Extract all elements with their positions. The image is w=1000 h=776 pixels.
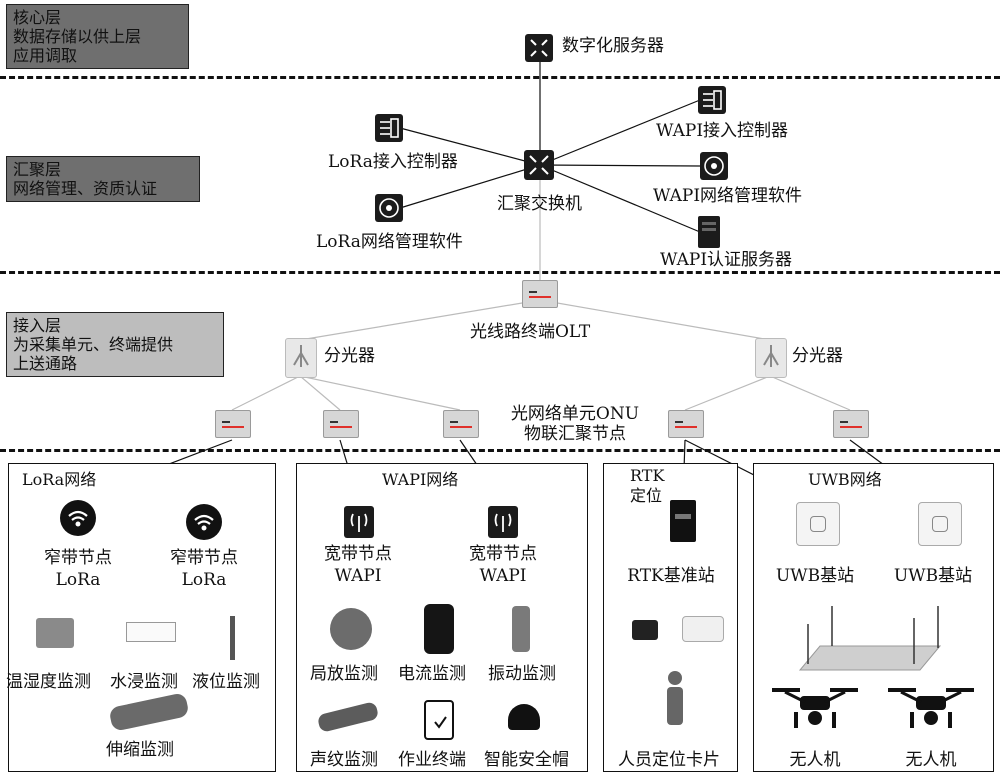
current-sensor-icon [424, 604, 454, 654]
wapi-controller-label: WAPI接入控制器 [656, 121, 789, 141]
rtk-panel-title-2: 定位 [630, 486, 663, 505]
safety-helmet-icon [508, 704, 540, 730]
wapi-auth-label: WAPI认证服务器 [660, 250, 793, 270]
wapi-sensor-label: 智能安全帽 [484, 750, 569, 770]
controller-icon [698, 86, 726, 114]
splitter-icon [285, 338, 317, 378]
drone2-label: 无人机 [905, 750, 957, 770]
lora-sensor-label: 液位监测 [192, 672, 260, 692]
onu-icon [215, 410, 251, 438]
water-sensor-icon [126, 622, 176, 642]
drone-icon [886, 684, 976, 734]
splitter-icon [755, 338, 787, 378]
rtk-station-icon [670, 500, 696, 542]
lora-node1-line2: LoRa [55, 570, 101, 590]
lora-node1-line1: 窄带节点 [44, 548, 112, 568]
wapi-node1-line2: WAPI [334, 566, 382, 586]
wapi-sensor-label: 作业终端 [398, 750, 466, 770]
wapi-node1-line1: 宽带节点 [324, 544, 392, 564]
wapi-sensor-label: 声纹监测 [310, 750, 378, 770]
level-sensor-icon [230, 616, 235, 660]
lora-node2-line1: 窄带节点 [170, 548, 238, 568]
onu-label-1: 光网络单元ONU [510, 404, 640, 424]
lora-panel-title: LoRa网络 [22, 470, 97, 489]
aggregation-layer-desc: 网络管理、资质认证 [13, 179, 158, 198]
wapi-node2-line1: 宽带节点 [469, 544, 537, 564]
wapi-mgmt-label: WAPI网络管理软件 [653, 186, 803, 206]
rtk-card-label: 人员定位卡片 [618, 750, 720, 770]
partial-discharge-sensor-icon [330, 608, 372, 650]
controller-icon [375, 114, 403, 142]
core-layer-label: 核心层 数据存储以供上层 应用调取 [6, 4, 189, 69]
wapi-sensor-label: 局放监测 [310, 664, 378, 684]
lora-node2-line2: LoRa [181, 570, 227, 590]
olt-icon [522, 280, 558, 308]
switch-icon [524, 150, 554, 180]
vibration-sensor-icon [512, 606, 530, 652]
auth-server-icon [698, 216, 720, 248]
uwb-panel-title: UWB网络 [808, 470, 882, 489]
aggregation-layer-label: 汇聚层 网络管理、资质认证 [6, 156, 200, 202]
aggregation-layer-title: 汇聚层 [13, 160, 62, 179]
uwb-station-icon [918, 502, 962, 546]
wapi-panel-title: WAPI网络 [382, 470, 459, 489]
core-layer-title: 核心层 [13, 8, 62, 27]
uwb-station1-label: UWB基站 [775, 566, 855, 586]
uwb-station2-label: UWB基站 [893, 566, 973, 586]
splitter-right-label: 分光器 [792, 346, 843, 366]
management-software-icon [375, 194, 403, 222]
uwb-station-icon [796, 502, 840, 546]
rtk-station-label: RTK基准站 [627, 566, 715, 586]
wapi-node2-line2: WAPI [479, 566, 527, 586]
access-layer-desc-2: 上送通路 [13, 354, 78, 373]
locator-card-icon [682, 616, 724, 642]
splitter-left-label: 分光器 [324, 346, 375, 366]
onu-icon [443, 410, 479, 438]
lora-sensor-label: 伸缩监测 [106, 740, 174, 760]
onu-icon [323, 410, 359, 438]
drone1-label: 无人机 [789, 750, 841, 770]
wapi-sensor-label: 振动监测 [488, 664, 556, 684]
lora-controller-label: LoRa接入控制器 [328, 152, 458, 172]
layer-divider [0, 271, 1000, 274]
lora-sensor-label: 温湿度监测 [6, 672, 91, 692]
olt-label: 光线路终端OLT [470, 322, 591, 342]
humidity-sensor-icon [36, 618, 74, 648]
lora-mgmt-label: LoRa网络管理软件 [316, 232, 463, 252]
access-layer-desc-1: 为采集单元、终端提供 [13, 335, 174, 354]
management-software-icon [700, 152, 728, 180]
onu-icon [668, 410, 704, 438]
lora-sensor-label: 水浸监测 [110, 672, 178, 692]
aggregation-switch-label: 汇聚交换机 [497, 194, 582, 214]
drone-icon [770, 684, 860, 734]
antenna-node-icon [344, 506, 374, 538]
switch-icon [525, 34, 553, 62]
antenna-node-icon [488, 506, 518, 538]
core-layer-desc-1: 数据存储以供上层 [13, 27, 142, 46]
uwb-coverage-area-icon [798, 606, 942, 671]
work-terminal-icon [424, 700, 454, 740]
layer-divider [0, 76, 1000, 79]
person-locator-icon [660, 668, 690, 728]
access-layer-label: 接入层 为采集单元、终端提供 上送通路 [6, 312, 224, 377]
wapi-sensor-label: 电流监测 [398, 664, 466, 684]
wifi-node-icon [186, 504, 222, 540]
locator-device-icon [632, 620, 658, 640]
layer-divider [0, 449, 1000, 452]
digital-server-label: 数字化服务器 [562, 36, 664, 56]
wifi-node-icon [60, 500, 96, 536]
onu-label-2: 物联汇聚节点 [524, 424, 626, 444]
core-layer-desc-2: 应用调取 [13, 46, 78, 65]
onu-icon [833, 410, 869, 438]
access-layer-title: 接入层 [13, 316, 62, 335]
rtk-panel-title-1: RTK [630, 466, 665, 485]
